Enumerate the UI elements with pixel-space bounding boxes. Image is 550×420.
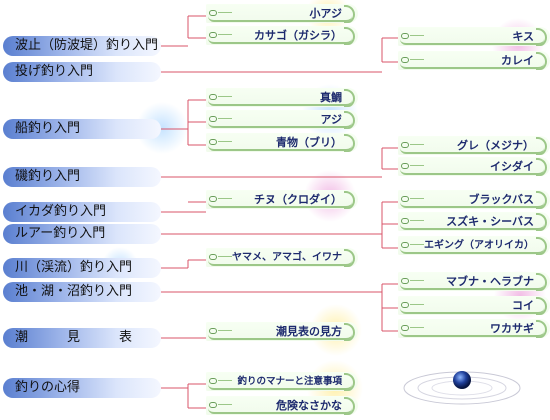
- category-button-ike[interactable]: 池・湖・沼釣り入門: [3, 282, 161, 302]
- sub-link-label: チヌ（クロダイ）: [254, 193, 342, 206]
- line-tail-icon: [218, 12, 232, 13]
- category-button-iso[interactable]: 磯釣り入門: [3, 167, 161, 187]
- sub-link-kasago[interactable]: カサゴ（ガシラ）: [206, 26, 358, 45]
- line-tail-icon: [218, 198, 232, 199]
- hook-bead-icon: [209, 378, 217, 384]
- sub-link-aji[interactable]: アジ: [206, 110, 358, 129]
- category-button-kawa[interactable]: 川（渓流）釣り入門: [3, 258, 161, 278]
- line-tail-icon: [218, 256, 232, 257]
- sub-link-ishidai[interactable]: イシダイ: [398, 157, 550, 176]
- line-tail-icon: [218, 34, 232, 35]
- line-tail-icon: [410, 144, 424, 145]
- hook-bead-icon: [209, 116, 217, 122]
- sub-link-label: エギング（アオリイカ）: [424, 240, 534, 251]
- category-button-fune[interactable]: 船釣り入門: [3, 119, 161, 139]
- sub-link-label: ヤマメ、アマゴ、イワナ: [232, 252, 342, 263]
- sub-link-madai[interactable]: 真鯛: [206, 88, 358, 107]
- sub-link-eging[interactable]: エギング（アオリイカ）: [398, 236, 550, 255]
- sub-link-gure[interactable]: グレ（メジナ）: [398, 136, 550, 155]
- line-tail-icon: [410, 220, 424, 221]
- hook-bead-icon: [401, 302, 409, 308]
- line-tail-icon: [218, 141, 232, 142]
- category-button-bouhatei[interactable]: 波止（防波堤）釣り入門: [3, 36, 161, 56]
- sub-link-wakasagi[interactable]: ワカサギ: [398, 319, 550, 338]
- category-button-nage[interactable]: 投げ釣り入門: [3, 62, 161, 82]
- sub-link-aomono[interactable]: 青物（ブリ）: [206, 133, 358, 152]
- sub-link-label: グレ（メジナ）: [457, 139, 534, 152]
- sub-link-label: 危険なさかな: [276, 399, 342, 412]
- sub-link-label: カサゴ（ガシラ）: [254, 29, 342, 42]
- line-tail-icon: [218, 330, 232, 331]
- orbit-sphere-icon: [403, 371, 521, 405]
- line-tail-icon: [410, 198, 424, 199]
- sub-link-label: 小アジ: [309, 7, 342, 20]
- sub-link-chinu[interactable]: チヌ（クロダイ）: [206, 190, 358, 209]
- hook-bead-icon: [401, 278, 409, 284]
- hook-bead-icon: [401, 57, 409, 63]
- glow-blue: [136, 102, 188, 154]
- hook-bead-icon: [209, 94, 217, 100]
- sub-link-karei[interactable]: カレイ: [398, 51, 550, 70]
- category-button-kokoroe[interactable]: 釣りの心得: [3, 378, 161, 398]
- hook-bead-icon: [209, 402, 217, 408]
- sub-link-label: ブラックバス: [468, 193, 534, 206]
- hook-bead-icon: [401, 142, 409, 148]
- line-tail-icon: [218, 380, 232, 381]
- line-tail-icon: [410, 327, 424, 328]
- hook-bead-icon: [209, 139, 217, 145]
- sub-link-kuroaji[interactable]: 小アジ: [206, 4, 358, 23]
- sub-link-yamame[interactable]: ヤマメ、アマゴ、イワナ: [206, 248, 358, 267]
- category-button-lure[interactable]: ルアー釣り入門: [3, 224, 161, 244]
- line-tail-icon: [410, 304, 424, 305]
- line-tail-icon: [410, 165, 424, 166]
- sub-link-suzuki[interactable]: スズキ・シーバス: [398, 212, 550, 231]
- sub-link-label: 青物（ブリ）: [276, 136, 342, 149]
- sub-link-mabuna[interactable]: マブナ・ヘラブナ: [398, 272, 550, 291]
- sub-link-label: イシダイ: [490, 160, 534, 173]
- category-button-ikada[interactable]: イカダ釣り入門: [3, 202, 161, 222]
- sub-link-label: ワカサギ: [490, 322, 534, 335]
- hook-bead-icon: [209, 254, 217, 260]
- line-tail-icon: [410, 59, 424, 60]
- sub-link-blackbass[interactable]: ブラックバス: [398, 190, 550, 209]
- hook-bead-icon: [401, 163, 409, 169]
- hook-bead-icon: [209, 10, 217, 16]
- hook-bead-icon: [401, 196, 409, 202]
- sub-link-label: アジ: [320, 113, 342, 126]
- sub-link-label: カレイ: [501, 54, 534, 67]
- line-tail-icon: [410, 280, 424, 281]
- hook-bead-icon: [401, 325, 409, 331]
- sub-link-label: 釣りのマナーと注意事項: [237, 376, 342, 387]
- sub-link-manner[interactable]: 釣りのマナーと注意事項: [206, 372, 358, 391]
- sub-link-label: 潮見表の見方: [276, 325, 342, 338]
- sub-link-label: スズキ・シーバス: [446, 215, 534, 228]
- line-tail-icon: [218, 404, 232, 405]
- sub-link-label: 真鯛: [320, 91, 342, 104]
- hook-bead-icon: [209, 32, 217, 38]
- hook-bead-icon: [401, 218, 409, 224]
- line-tail-icon: [218, 96, 232, 97]
- sub-link-label: キス: [512, 30, 534, 43]
- hook-bead-icon: [401, 242, 409, 248]
- hook-bead-icon: [401, 33, 409, 39]
- sub-link-kisu[interactable]: キス: [398, 27, 550, 46]
- hook-bead-icon: [209, 328, 217, 334]
- sub-link-label: コイ: [512, 299, 534, 312]
- sub-link-label: マブナ・ヘラブナ: [446, 275, 534, 288]
- line-tail-icon: [218, 118, 232, 119]
- sub-link-kiken[interactable]: 危険なさかな: [206, 396, 358, 415]
- line-tail-icon: [410, 35, 424, 36]
- category-button-shiomi[interactable]: 潮 見 表: [3, 328, 161, 348]
- hook-bead-icon: [209, 196, 217, 202]
- line-tail-icon: [410, 244, 424, 245]
- sub-link-koi[interactable]: コイ: [398, 296, 550, 315]
- connector-lines: [161, 15, 398, 409]
- sub-link-shiomi_mikata[interactable]: 潮見表の見方: [206, 322, 358, 341]
